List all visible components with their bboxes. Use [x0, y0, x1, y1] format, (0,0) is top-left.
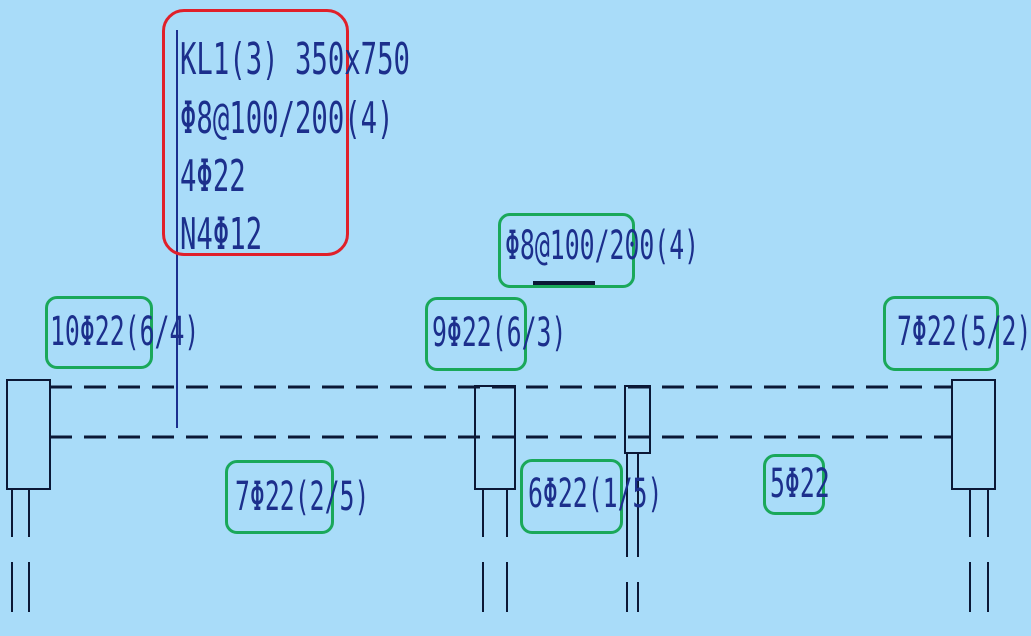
beam-label-highlight: [162, 9, 349, 256]
column-right: [951, 379, 996, 490]
top-left-label: 10Φ22(6/4): [50, 309, 200, 355]
top-mid-label: 9Φ22(6/3): [432, 310, 567, 356]
column-left: [6, 379, 51, 490]
beam-label-line-4: N4Φ12: [180, 209, 263, 260]
bottom-span3-highlight: [763, 454, 825, 515]
bottom-span3-label: 5Φ22: [770, 461, 830, 507]
beam-label-line-2: Φ8@100/200(4): [180, 93, 394, 144]
top-left-highlight: [45, 296, 153, 369]
beam-drawing-canvas: [6, 30, 996, 612]
bottom-span1-highlight: [225, 460, 334, 534]
top-right-label: 7Φ22(5/2): [897, 309, 1031, 355]
beam-label-line-1: KL1(3) 350x750: [180, 34, 410, 85]
mid-stirrup-highlight: [498, 213, 635, 288]
column-small: [624, 385, 651, 454]
bottom-span2-label: 6Φ22(1/5): [528, 471, 663, 517]
mid-stirrup-label: Φ8@100/200(4): [505, 223, 700, 269]
beam-label-line-3: 4Φ22: [180, 151, 246, 202]
top-mid-highlight: [425, 297, 527, 371]
bottom-span2-highlight: [520, 459, 623, 534]
column-extension-lines: [11, 453, 989, 612]
bottom-span1-label: 7Φ22(2/5): [235, 474, 370, 520]
top-right-highlight: [883, 296, 999, 371]
column-mid: [474, 385, 516, 490]
